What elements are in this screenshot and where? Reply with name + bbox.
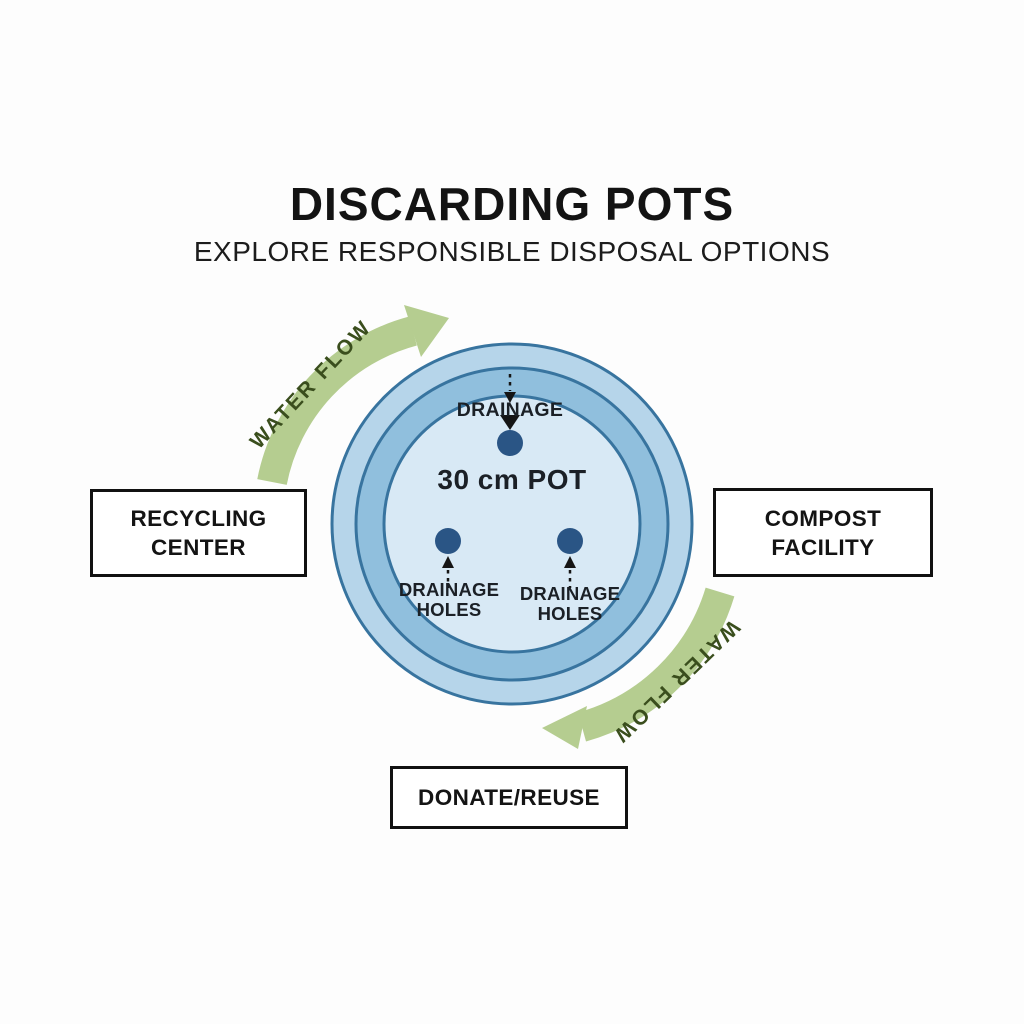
drainage-hole-left xyxy=(435,528,461,554)
arrow-down-icon xyxy=(504,392,516,403)
water-flow-arc xyxy=(257,316,418,486)
water-flow-arrow-bottom-right xyxy=(542,587,735,749)
drainage-pointer-right xyxy=(564,556,576,588)
water-flow-arrowhead-icon xyxy=(542,706,587,749)
page-subtitle: EXPLORE RESPONSIBLE DISPOSAL OPTIONS xyxy=(193,236,831,267)
water-flow-arrow-top-left xyxy=(257,305,449,486)
donate-reuse-node: DONATE/REUSE xyxy=(390,766,628,829)
pot-top-view xyxy=(330,342,694,706)
compost-facility-node: COMPOST FACILITY xyxy=(713,488,933,577)
drainage-pointer-left xyxy=(442,556,454,588)
drainage-hole-top xyxy=(497,430,523,456)
arrow-up-icon xyxy=(442,556,454,568)
pot-size-label: 30 cm POT xyxy=(437,464,587,495)
drainage-label-top: DRAINAGE xyxy=(456,399,564,421)
drainage-holes-label-left: DRAINAGE HOLES xyxy=(398,579,500,620)
arrow-down-icon xyxy=(500,415,520,430)
water-flow-arc xyxy=(577,587,735,742)
drainage-pointer-top xyxy=(500,374,520,430)
page-title: DISCARDING POTS xyxy=(289,178,735,230)
water-flow-arrowhead-icon xyxy=(404,305,449,357)
recycling-center-node: RECYCLING CENTER xyxy=(90,489,307,577)
drainage-holes-label-right: DRAINAGE HOLES xyxy=(519,583,621,624)
drainage-hole-right xyxy=(557,528,583,554)
arrow-up-icon xyxy=(564,556,576,568)
